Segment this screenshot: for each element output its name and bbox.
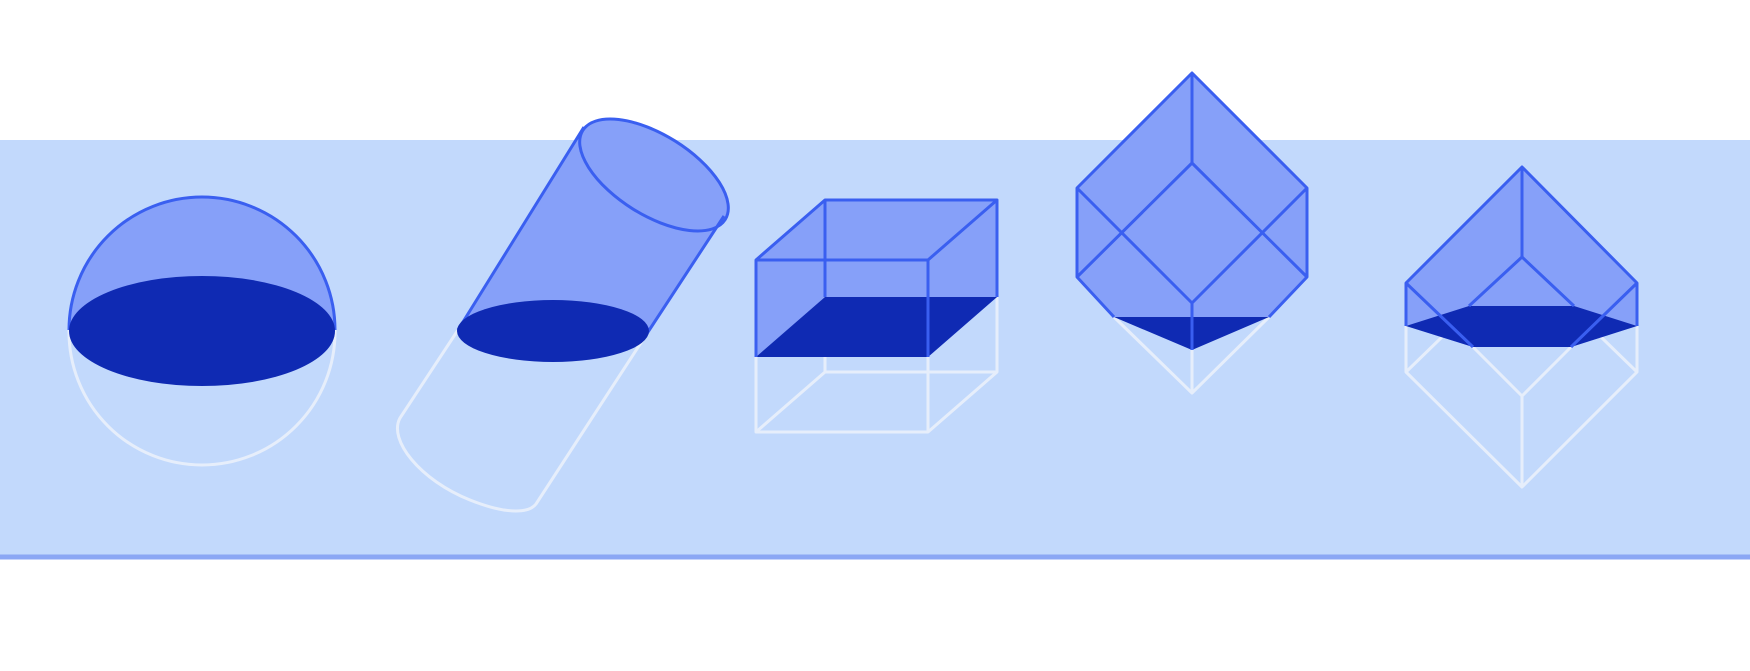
sphere-upper-outline (67, 195, 337, 331)
sphere-waterline-section (69, 276, 335, 386)
cube-vertex-upper-body (1077, 73, 1307, 317)
cylinder-waterline-section (457, 300, 649, 362)
cylinder-shape (396, 117, 730, 513)
cube-edge-submerged-outline (1404, 326, 1639, 489)
cylinder-submerged-outline (396, 329, 648, 513)
cube-vertex-upper-outline (1075, 71, 1309, 350)
cube-edge-upper-outline (1404, 165, 1639, 349)
cube-waterline-section (756, 297, 997, 357)
cube-upper-outline (754, 198, 999, 357)
cube-vertex-shape (1075, 71, 1309, 395)
sphere-shape (67, 195, 337, 467)
cube-vertex-submerged-outline (1112, 315, 1271, 395)
cube-shape (754, 198, 999, 434)
cylinder-upper-outline (456, 126, 726, 336)
cube-edge-shape (1404, 165, 1639, 489)
